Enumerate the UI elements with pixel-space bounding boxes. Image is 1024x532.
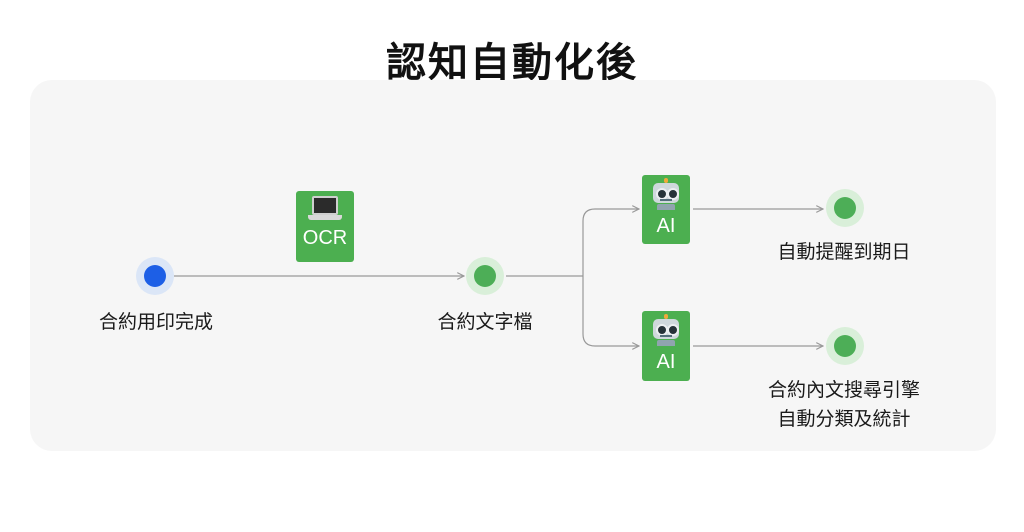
edge-branch-to-ai-bottom — [582, 276, 639, 346]
label-reminder: 自動提醒到期日 — [777, 241, 911, 263]
laptop-icon — [308, 196, 342, 224]
node-contract-text — [466, 257, 504, 295]
node-contract-print — [136, 257, 174, 295]
label-search-line1: 合約內文搜尋引擎 — [767, 379, 920, 401]
edge-branch-to-ai-top — [582, 209, 639, 276]
robot-icon — [650, 178, 682, 210]
diagram-panel — [30, 80, 996, 451]
diagram-title: 認知自動化後 — [386, 40, 638, 86]
ocr-badge: OCR — [296, 191, 354, 262]
ai-label-top: AI — [656, 215, 676, 237]
label-search-line2: 自動分類及統計 — [777, 408, 911, 430]
node-search — [826, 327, 864, 365]
node-reminder — [826, 189, 864, 227]
ai-badge-bottom: AI — [642, 311, 690, 381]
label-contract-print: 合約用印完成 — [98, 311, 213, 333]
ai-label-bottom: AI — [656, 351, 676, 373]
label-contract-text: 合約文字檔 — [437, 311, 533, 333]
ocr-label: OCR — [302, 227, 348, 249]
ai-badge-top: AI — [642, 175, 690, 244]
robot-icon — [650, 314, 682, 346]
